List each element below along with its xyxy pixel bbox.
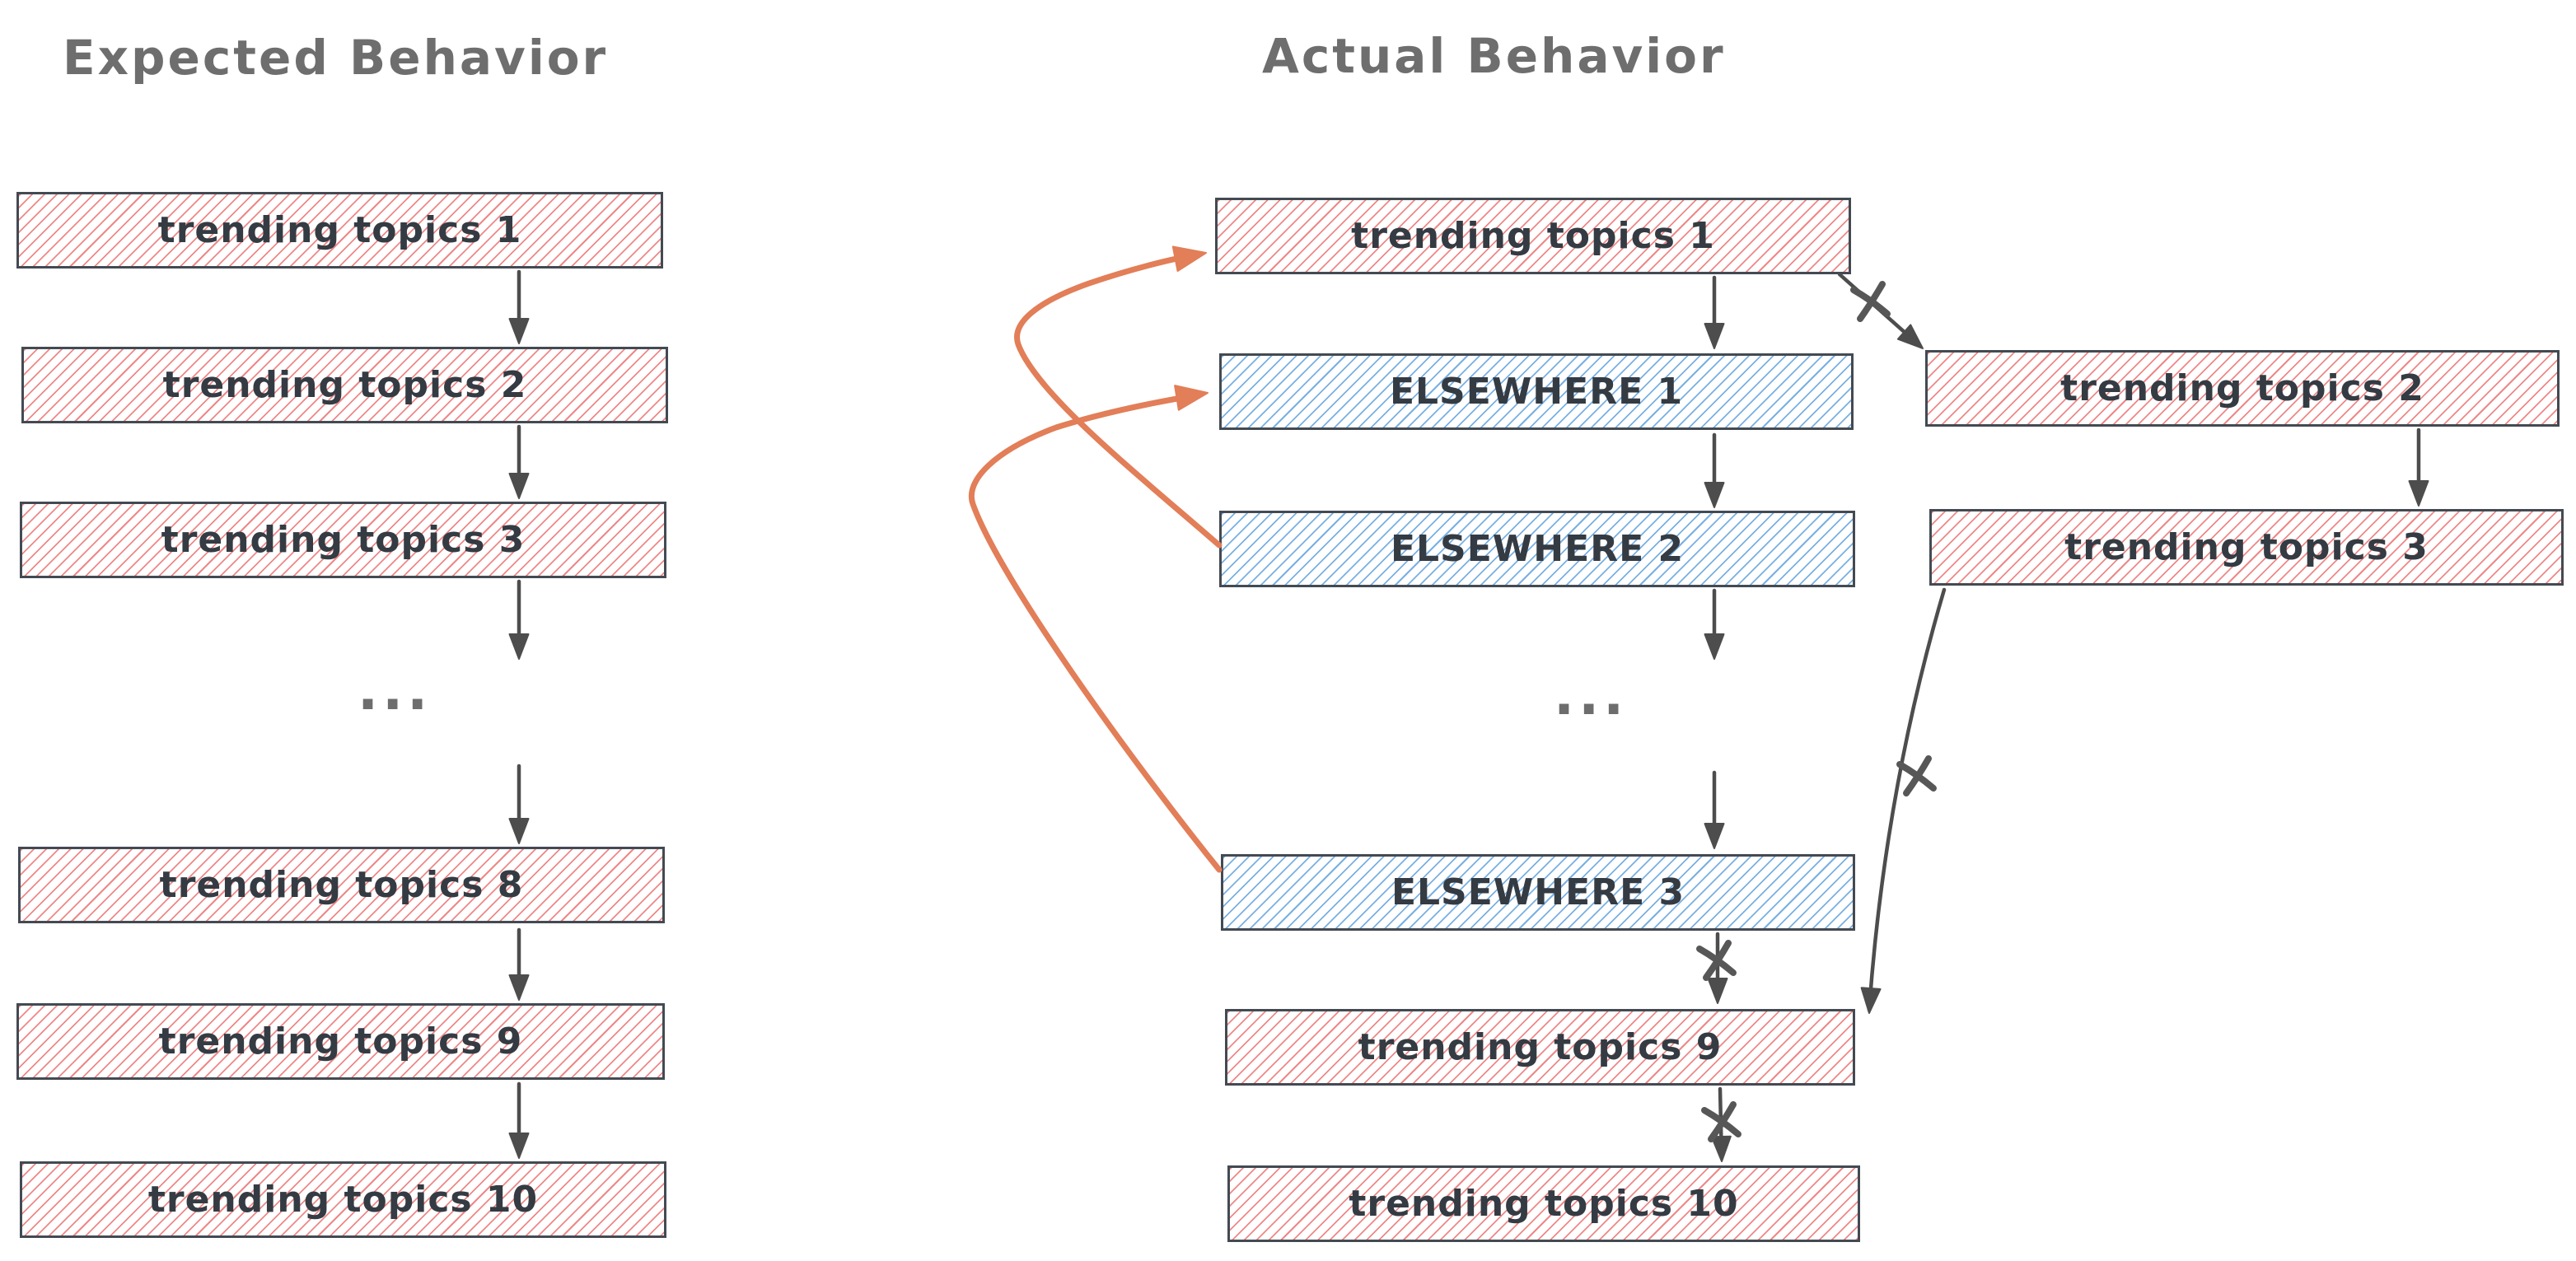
actual-arrow-9-to-10-blocked-head bbox=[1710, 1135, 1732, 1162]
actual-behavior-title: Actual Behavior bbox=[1262, 28, 1726, 84]
expected-box-trending-topics-10: trending topics 10 bbox=[20, 1161, 666, 1238]
x-mark-actual-3-to-9-stroke1 bbox=[1896, 761, 1937, 792]
x-mark-actual-elsewhere3-to-9-stroke2 bbox=[1703, 940, 1732, 981]
actual-arrow-2-to-3-head bbox=[2408, 480, 2429, 507]
actual-box-elsewhere-1: ELSEWHERE 1 bbox=[1219, 353, 1854, 430]
actual-orange-arrow-elsewhere2-to-1-shaft bbox=[1014, 252, 1223, 549]
actual-arrow-elsewhere2-to-dots-head bbox=[1704, 633, 1725, 660]
actual-box-trending-topics-10: trending topics 10 bbox=[1227, 1165, 1860, 1242]
expected-arrow-8-to-9-head bbox=[508, 974, 530, 1001]
x-mark-actual-1-to-2-stroke1 bbox=[1850, 287, 1891, 317]
actual-arrow-3-to-9-blocked-head bbox=[1860, 987, 1882, 1014]
actual-box-elsewhere-2: ELSEWHERE 2 bbox=[1219, 511, 1855, 587]
actual-arrow-elsewhere3-to-9-blocked-head bbox=[1707, 978, 1728, 1004]
expected-arrow-dots-to-8-head bbox=[508, 818, 530, 844]
actual-arrow-dots-to-elsewhere3-head bbox=[1704, 823, 1725, 849]
actual-box-trending-topics-9: trending topics 9 bbox=[1225, 1009, 1855, 1086]
expected-arrow-1-to-2-head bbox=[508, 318, 530, 344]
expected-behavior-title: Expected Behavior bbox=[63, 30, 609, 86]
x-mark-actual-elsewhere3-to-9-stroke1 bbox=[1696, 946, 1737, 976]
x-mark-actual-9-to-10-stroke1 bbox=[1701, 1107, 1741, 1137]
expected-arrow-2-to-3-head bbox=[508, 473, 530, 499]
expected-arrow-9-to-10-head bbox=[508, 1133, 530, 1159]
actual-orange-arrow-elsewhere3-to-elsewhere1-shaft bbox=[969, 392, 1223, 873]
actual-arrow-1-to-elsewhere1-head bbox=[1704, 323, 1725, 349]
actual-arrow-1-to-2-blocked-shaft bbox=[1837, 272, 1913, 339]
actual-arrow-9-to-10-blocked-shaft bbox=[1718, 1086, 1723, 1147]
expected-box-trending-topics-1: trending topics 1 bbox=[16, 192, 663, 269]
expected-box-trending-topics-2: trending topics 2 bbox=[21, 347, 668, 423]
actual-box-elsewhere-3: ELSEWHERE 3 bbox=[1221, 854, 1855, 931]
expected-box-trending-topics-3: trending topics 3 bbox=[20, 502, 666, 578]
actual-box-trending-topics-2: trending topics 2 bbox=[1925, 350, 2560, 427]
actual-orange-arrow-elsewhere3-to-elsewhere1-head bbox=[1174, 385, 1209, 411]
actual-box-trending-topics-1: trending topics 1 bbox=[1215, 198, 1851, 274]
x-mark-actual-9-to-10-stroke2 bbox=[1708, 1101, 1737, 1142]
expected-arrow-3-to-dots-head bbox=[508, 633, 530, 660]
actual-ellipsis: ... bbox=[1554, 664, 1629, 727]
actual-orange-arrow-elsewhere2-to-1-head bbox=[1171, 245, 1207, 272]
actual-arrow-elsewhere1-to-elsewhere2-head bbox=[1704, 482, 1725, 508]
expected-box-trending-topics-8: trending topics 8 bbox=[18, 847, 665, 923]
actual-arrow-3-to-9-blocked-shaft bbox=[1867, 587, 1947, 1012]
expected-ellipsis: ... bbox=[358, 659, 432, 722]
actual-arrow-1-to-2-blocked-head bbox=[1896, 324, 1924, 349]
x-mark-actual-1-to-2-stroke2 bbox=[1857, 281, 1886, 322]
x-mark-actual-3-to-9-stroke2 bbox=[1903, 755, 1932, 796]
expected-box-trending-topics-9: trending topics 9 bbox=[16, 1003, 665, 1080]
actual-box-trending-topics-3: trending topics 3 bbox=[1929, 509, 2564, 586]
